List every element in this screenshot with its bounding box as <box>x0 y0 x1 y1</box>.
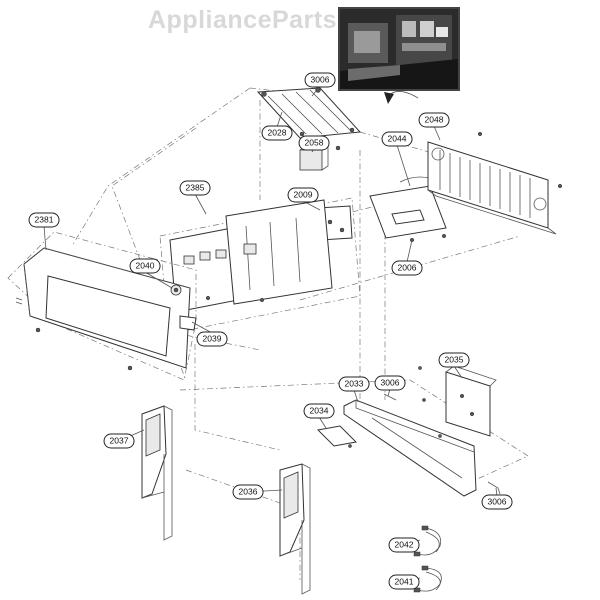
part-callout-2034: 2034 <box>303 403 335 419</box>
inset-photo-image <box>340 9 458 89</box>
top-bracket-part <box>256 87 362 139</box>
part-callout-2028: 2028 <box>261 125 293 141</box>
part-callout-2040: 2040 <box>129 258 161 274</box>
part-callout-2009: 2009 <box>287 187 319 203</box>
part-callout-2381: 2381 <box>28 212 60 228</box>
part-callout-2006: 2006 <box>391 260 423 276</box>
end-cap-2036 <box>279 463 311 595</box>
side-bracket-2035 <box>418 365 497 437</box>
screw-3006-parts <box>383 393 501 495</box>
part-callout-2037: 2037 <box>103 433 135 449</box>
inset-photo <box>338 7 460 91</box>
part-callout-2035: 2035 <box>438 352 470 368</box>
small-bracket-2034 <box>316 425 358 448</box>
part-callout-2039: 2039 <box>196 331 228 347</box>
end-cap-2037 <box>141 405 173 541</box>
part-callout-2033: 2033 <box>338 376 370 392</box>
part-callout-3006: 3006 <box>304 72 336 88</box>
inset-arrow-head <box>384 92 394 104</box>
clip-part-2039 <box>179 315 197 331</box>
part-callout-2041: 2041 <box>388 574 420 590</box>
wire-harness-2042 <box>413 525 442 557</box>
part-callout-2048: 2048 <box>418 112 450 128</box>
part-callout-2058: 2058 <box>298 135 330 151</box>
part-callout-3006: 3006 <box>374 375 406 391</box>
part-callout-3006: 3006 <box>481 494 513 510</box>
part-callout-2044: 2044 <box>381 131 413 147</box>
part-callout-2042: 2042 <box>388 537 420 553</box>
part-callout-2385: 2385 <box>179 180 211 196</box>
wire-harness-2041 <box>413 565 442 593</box>
control-board-part <box>369 176 447 243</box>
knob-part-2040 <box>170 284 182 296</box>
vent-panel-part <box>427 131 563 235</box>
rear-rail-2033 <box>343 398 477 497</box>
part-callout-2036: 2036 <box>232 484 264 500</box>
front-panel-part <box>7 231 197 381</box>
